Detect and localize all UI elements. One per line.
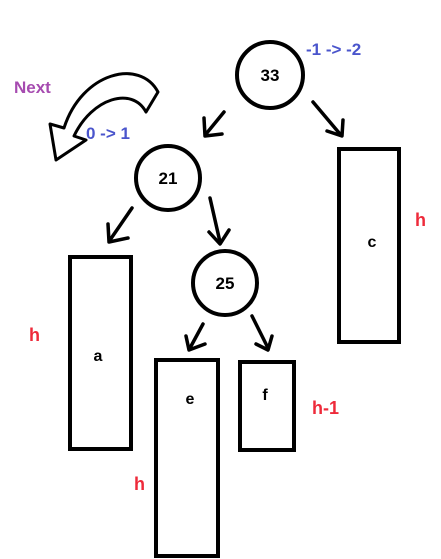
edge-21-25	[208, 196, 222, 244]
edge-33-21	[204, 110, 226, 136]
next-label: Next	[14, 78, 51, 97]
subtree-f-label: f	[262, 387, 268, 404]
node-25-value: 25	[216, 274, 235, 293]
node-21-balance-change: 0 -> 1	[86, 124, 130, 143]
tree-node-25: 25	[191, 249, 259, 317]
edge-33-c	[311, 100, 342, 136]
node-33-balance-change: -1 -> -2	[306, 40, 361, 59]
subtree-e-label: e	[186, 391, 195, 408]
edge-21-25-arrowhead	[207, 228, 231, 246]
edge-21-a	[108, 206, 134, 242]
node-21-value: 21	[159, 169, 178, 188]
tree-node-21: 21	[134, 144, 202, 212]
subtree-f: f	[238, 360, 296, 452]
subtree-a: a	[68, 255, 133, 451]
edge-25-e-arrowhead	[184, 334, 207, 352]
subtree-e: e	[154, 358, 220, 558]
tree-node-33: 33	[235, 40, 305, 110]
edge-25-f	[250, 314, 270, 350]
subtree-e-height: h	[134, 474, 145, 494]
curved-arrow-icon	[48, 72, 160, 162]
node-33-value: 33	[261, 66, 280, 85]
subtree-a-height: h	[29, 325, 40, 345]
edge-33-c-arrowhead	[325, 118, 345, 138]
subtree-c-label: c	[368, 234, 377, 251]
tree-edges	[106, 100, 345, 352]
subtree-f-height: h-1	[312, 398, 339, 418]
edge-25-f-arrowhead	[254, 334, 274, 352]
edge-25-e	[188, 322, 205, 350]
subtree-c-height: h	[415, 210, 426, 230]
subtree-c: c	[337, 147, 401, 344]
edge-33-21-arrowhead	[202, 116, 224, 138]
edge-21-a-arrowhead	[106, 222, 130, 244]
subtree-a-label: a	[94, 348, 103, 365]
